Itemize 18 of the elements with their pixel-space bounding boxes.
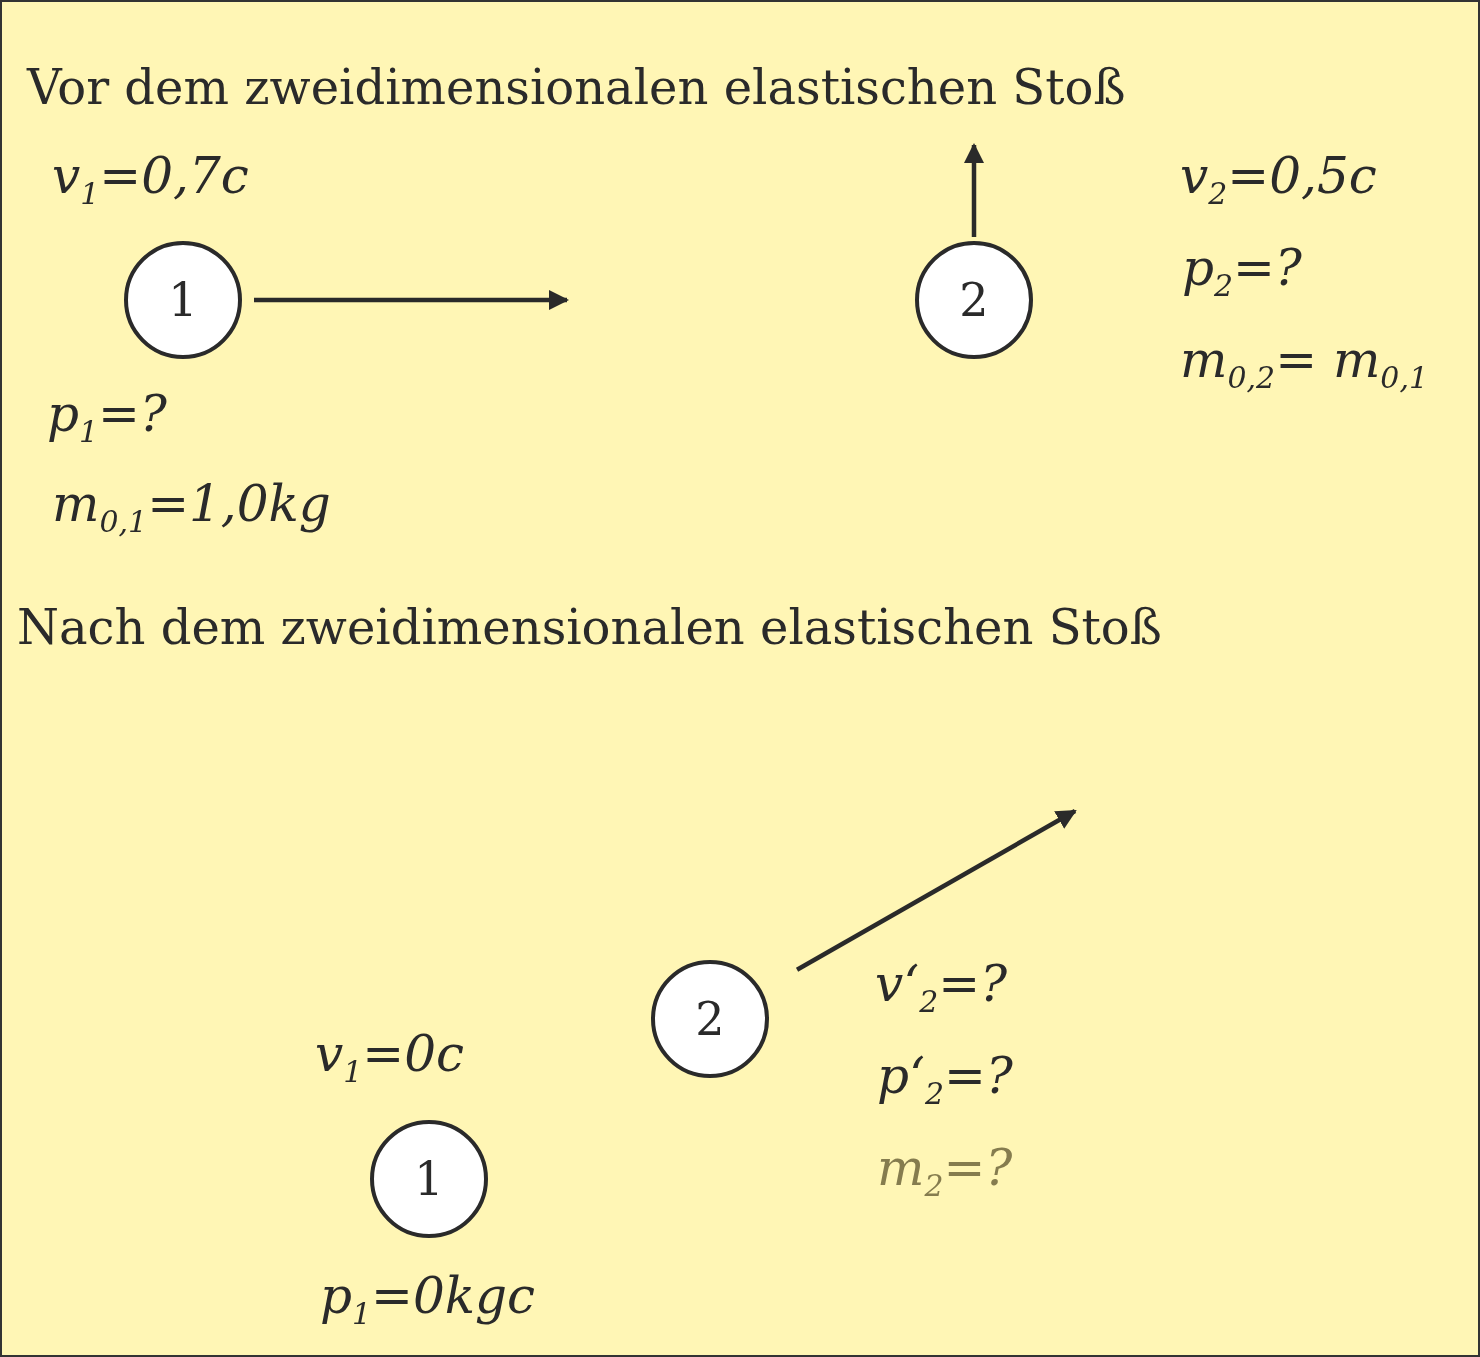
formula-text: v$_{2}$=0,5c (1180, 148, 1377, 206)
formula-text: v$_{1}$=0c (315, 1026, 465, 1084)
formula-text: p$_{2}$=? (1182, 240, 1302, 298)
formula-text: v‘$_{2}$=? (875, 956, 1007, 1014)
arrow (963, 143, 985, 237)
heading: Nach dem zweidimensionalen elastischen Stoß (17, 600, 1162, 656)
numbered-circle: 1 (124, 241, 242, 359)
formula-text: v$_{1}$=0,7c (52, 148, 249, 206)
numbered-circle: 2 (915, 241, 1033, 359)
formula-text: p$_{1}$=? (47, 386, 167, 444)
arrow (254, 289, 570, 311)
formula-text: p‘$_{2}$=? (877, 1048, 1013, 1106)
formula-text: p$_{1}$=0kgc (320, 1268, 536, 1326)
numbered-circle: 1 (370, 1120, 488, 1238)
arrow (795, 809, 1077, 972)
formula-text: m$_{2}$=? (877, 1140, 1013, 1198)
numbered-circle: 2 (651, 960, 769, 1078)
heading: Vor dem zweidimensionalen elastischen Stoß (27, 60, 1126, 116)
